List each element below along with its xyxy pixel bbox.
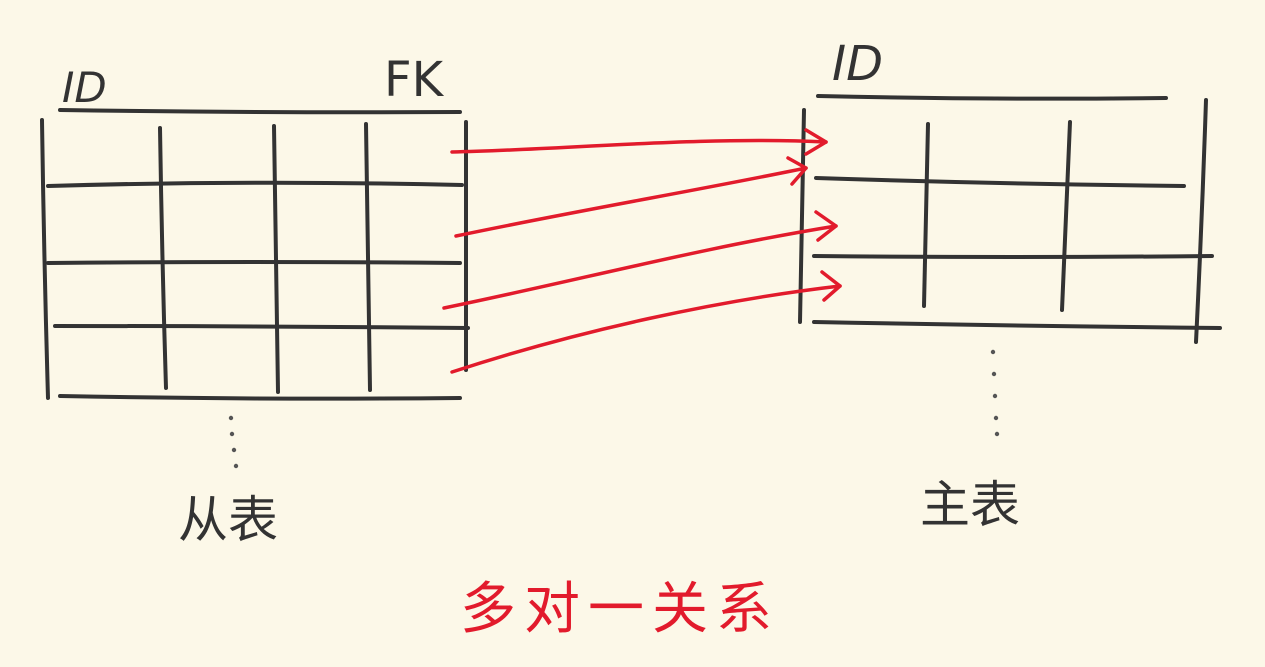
right-row-line bbox=[812, 320, 1222, 330]
relation-arrows bbox=[442, 128, 842, 374]
left-row-line bbox=[46, 180, 464, 188]
left-col-line bbox=[272, 124, 280, 394]
relation-arrow bbox=[442, 210, 838, 310]
left-col-line bbox=[364, 122, 372, 392]
right-table: ID 主表 bbox=[798, 36, 1222, 534]
left-ellipsis-dot bbox=[228, 415, 234, 421]
left-row-line bbox=[46, 260, 462, 265]
left-col-line bbox=[40, 118, 50, 400]
left-ellipsis-dot bbox=[233, 463, 239, 469]
right-col-line bbox=[798, 108, 806, 324]
right-row-line bbox=[812, 254, 1214, 259]
right-ellipsis-dot bbox=[993, 415, 999, 421]
relation-arrow bbox=[450, 270, 842, 374]
right-ellipsis-dot bbox=[991, 371, 997, 377]
left-ellipsis-dot bbox=[229, 431, 235, 437]
right-ellipsis-dot bbox=[990, 349, 996, 355]
relation-arrow bbox=[454, 156, 808, 238]
right-col-line bbox=[1060, 120, 1072, 312]
left-header-line bbox=[58, 108, 462, 115]
right-ellipsis-dot bbox=[992, 393, 998, 399]
left-row-line bbox=[58, 394, 462, 401]
relation-arrow bbox=[450, 128, 828, 156]
left-id-label: ID bbox=[62, 63, 107, 112]
right-id-label: ID bbox=[832, 36, 883, 92]
left-col-line bbox=[158, 126, 168, 390]
left-ellipsis-dot bbox=[231, 447, 237, 453]
left-fk-label: FK bbox=[384, 52, 445, 108]
left-row-line bbox=[53, 324, 470, 330]
left-table: ID FK 从表 bbox=[40, 52, 470, 549]
right-col-line bbox=[1194, 98, 1208, 344]
right-col-line bbox=[922, 122, 930, 308]
right-ellipsis-dot bbox=[994, 431, 1000, 437]
right-row-line bbox=[814, 176, 1186, 188]
left-table-caption: 从表 bbox=[178, 491, 278, 549]
right-table-caption: 主表 bbox=[920, 476, 1020, 534]
diagram-title: 多对一关系 bbox=[460, 577, 780, 642]
right-header-line bbox=[816, 94, 1168, 101]
